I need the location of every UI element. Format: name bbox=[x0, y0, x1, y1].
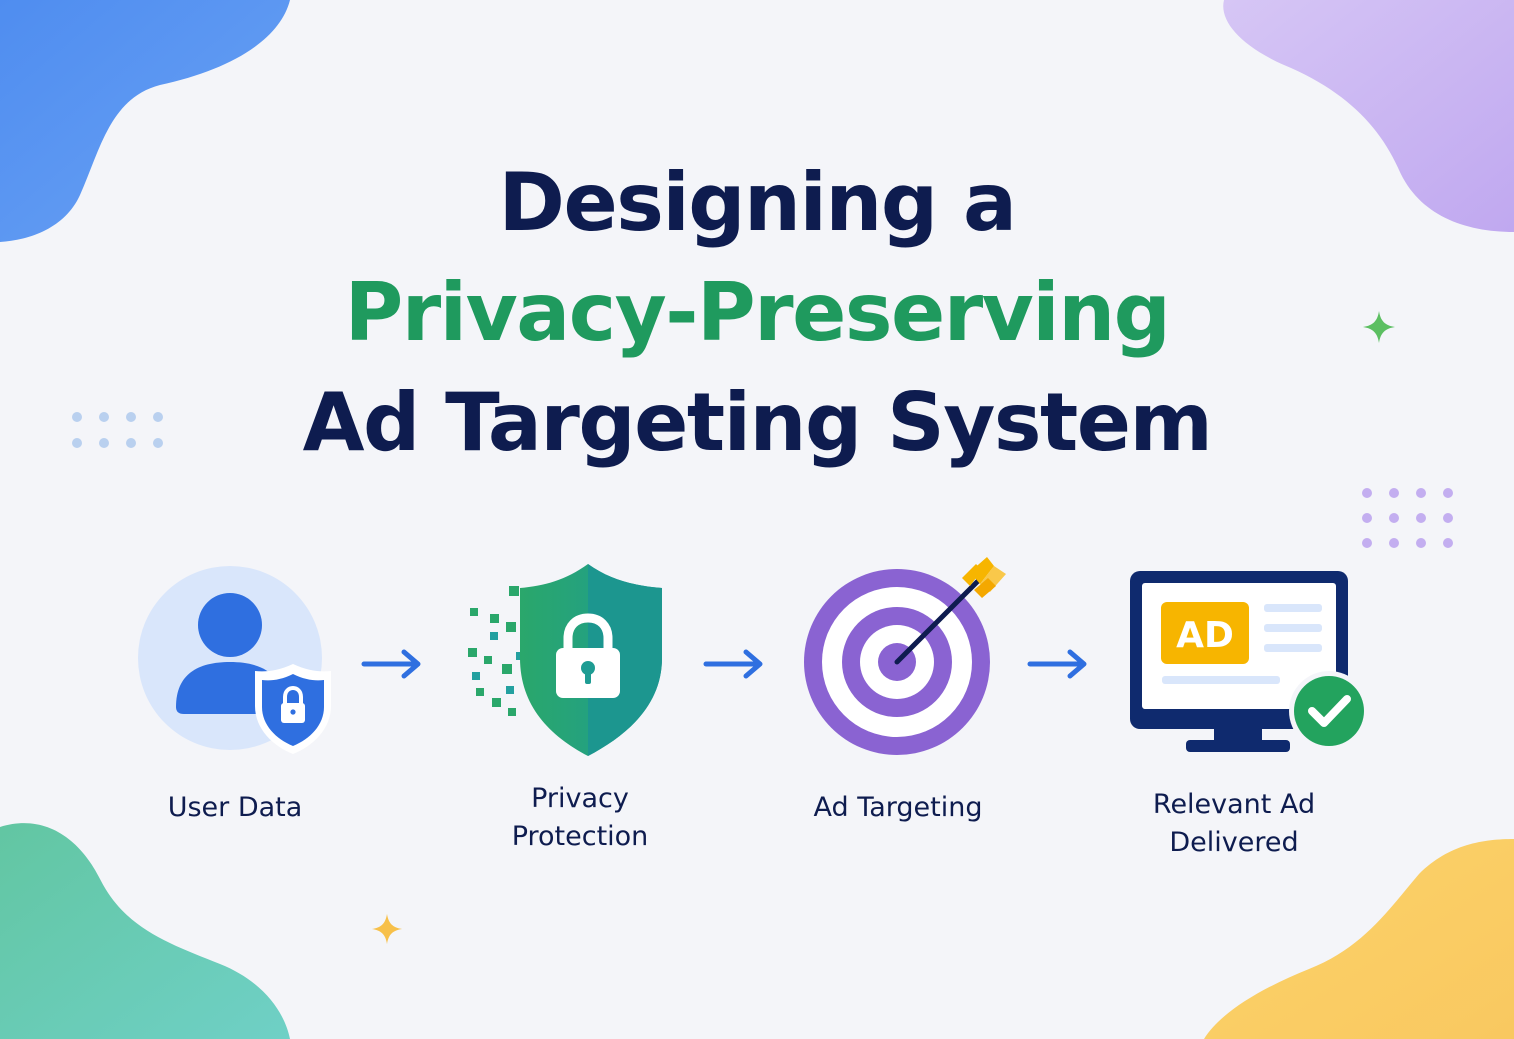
target-arrow-icon bbox=[804, 557, 1006, 755]
ad-badge-text: AD bbox=[1176, 615, 1234, 656]
step-label-user-data: User Data bbox=[167, 792, 303, 823]
title-line-1: Designing a bbox=[498, 156, 1017, 249]
arrow-right-icon bbox=[1027, 649, 1087, 679]
yellow-corner-blob bbox=[1204, 839, 1514, 1039]
blue-dot-grid bbox=[72, 412, 163, 448]
shield-lock-icon bbox=[468, 564, 662, 756]
purple-corner-blob bbox=[1223, 0, 1514, 232]
step-label-relevant-ad-delivered: Relevant Ad Delivered bbox=[1152, 789, 1316, 858]
step-label-ad-targeting: Ad Targeting bbox=[813, 792, 983, 823]
ad-badge bbox=[1161, 602, 1249, 664]
user-lock-icon bbox=[138, 566, 331, 754]
yellow-sparkle-icon bbox=[371, 913, 403, 945]
title-line-3: Ad Targeting System bbox=[302, 376, 1213, 469]
monitor-ad-check-icon: AD bbox=[1130, 571, 1369, 752]
arrow-right-icon bbox=[361, 649, 421, 679]
step-label-privacy-protection: Privacy Protection bbox=[511, 783, 649, 852]
teal-corner-blob bbox=[0, 823, 290, 1039]
blue-corner-blob bbox=[0, 0, 290, 242]
purple-dot-grid bbox=[1362, 488, 1453, 548]
page-title: Designing a Privacy-Preserving Ad Target… bbox=[0, 148, 1514, 478]
arrow-right-icon bbox=[703, 649, 763, 679]
title-line-2: Privacy-Preserving bbox=[344, 266, 1171, 359]
green-sparkle-icon bbox=[1363, 311, 1395, 343]
